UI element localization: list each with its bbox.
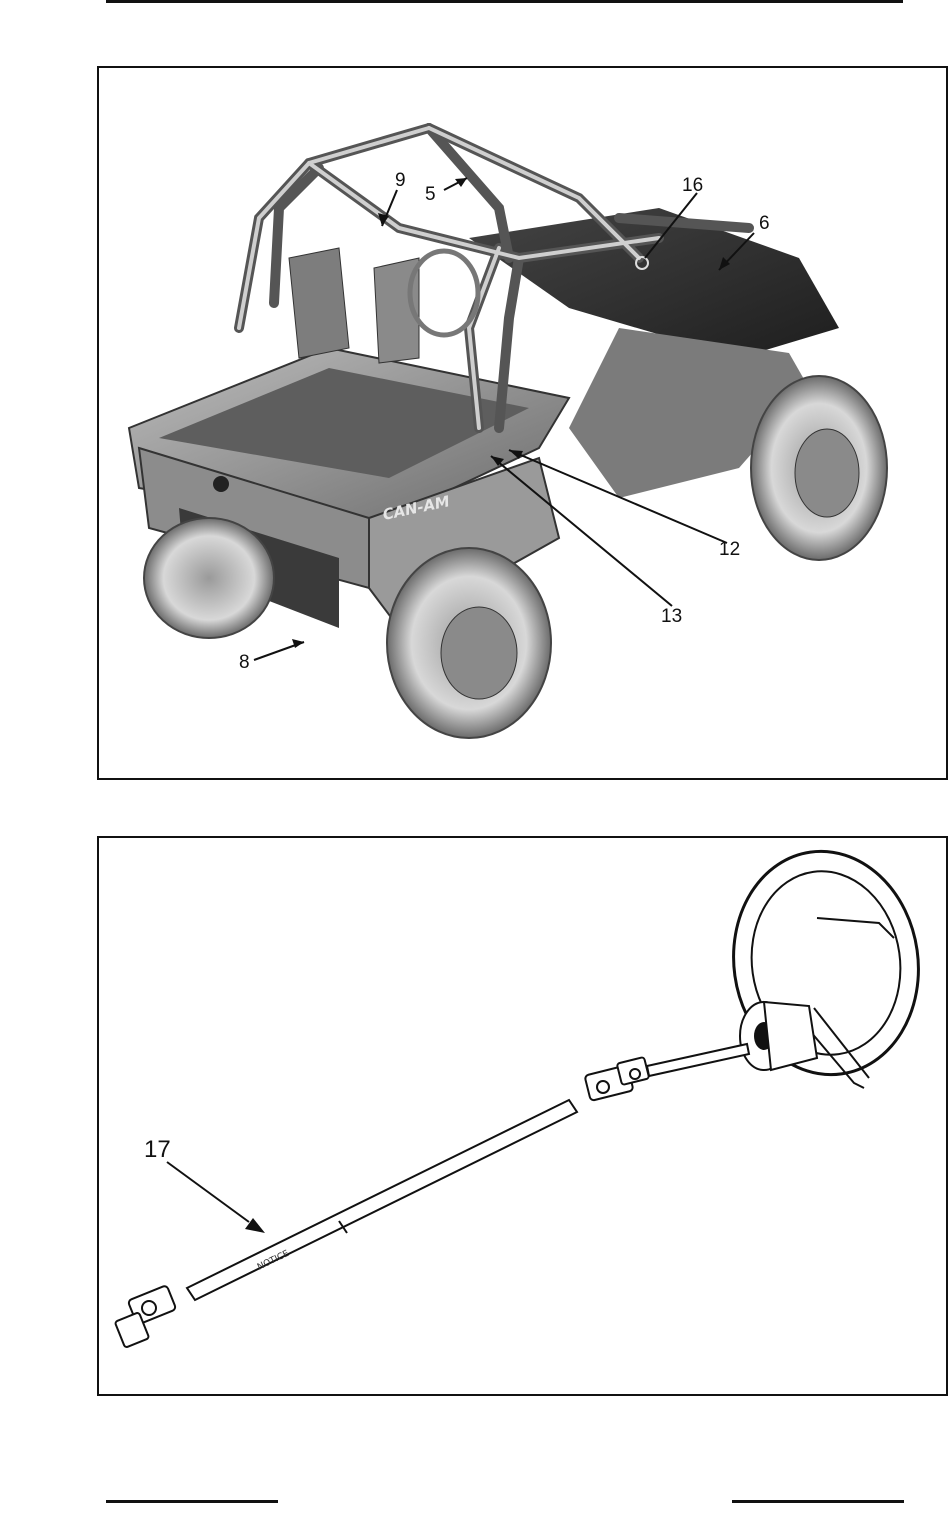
upper-u-joint <box>585 1057 650 1101</box>
callout-12: 12 <box>719 540 740 559</box>
tailgate-latch <box>213 476 229 492</box>
callout-5: 5 <box>425 185 436 204</box>
callout-9: 9 <box>395 171 406 190</box>
leader-line-17 <box>167 1162 249 1222</box>
callout-6: 6 <box>759 214 770 233</box>
footer-rule-right <box>732 1500 904 1503</box>
lower-shaft <box>187 1100 577 1300</box>
cabin-steering-wheel <box>410 251 478 335</box>
callout-17: 17 <box>144 1138 171 1162</box>
rear-right-rim <box>441 607 517 699</box>
upper-shaft <box>647 1044 749 1076</box>
callout-16: 16 <box>682 176 703 195</box>
seat-left <box>289 248 349 358</box>
front-right-rim <box>795 429 859 517</box>
callout-8: 8 <box>239 653 250 672</box>
rear-left-wheel <box>144 518 274 638</box>
steering-column-illustration: NOTICE <box>99 838 946 1394</box>
vehicle-illustration: CAN-AM <box>99 68 946 778</box>
footer-rule-left <box>106 1500 278 1503</box>
steering-figure-panel: NOTICE 17 <box>97 836 948 1396</box>
callout-13: 13 <box>661 607 682 626</box>
steering-hub-housing <box>764 1002 817 1070</box>
vehicle-figure-panel: CAN-AM 9 5 16 6 8 12 13 <box>97 66 948 780</box>
lower-u-joint <box>115 1285 177 1348</box>
header-rule <box>106 0 903 3</box>
